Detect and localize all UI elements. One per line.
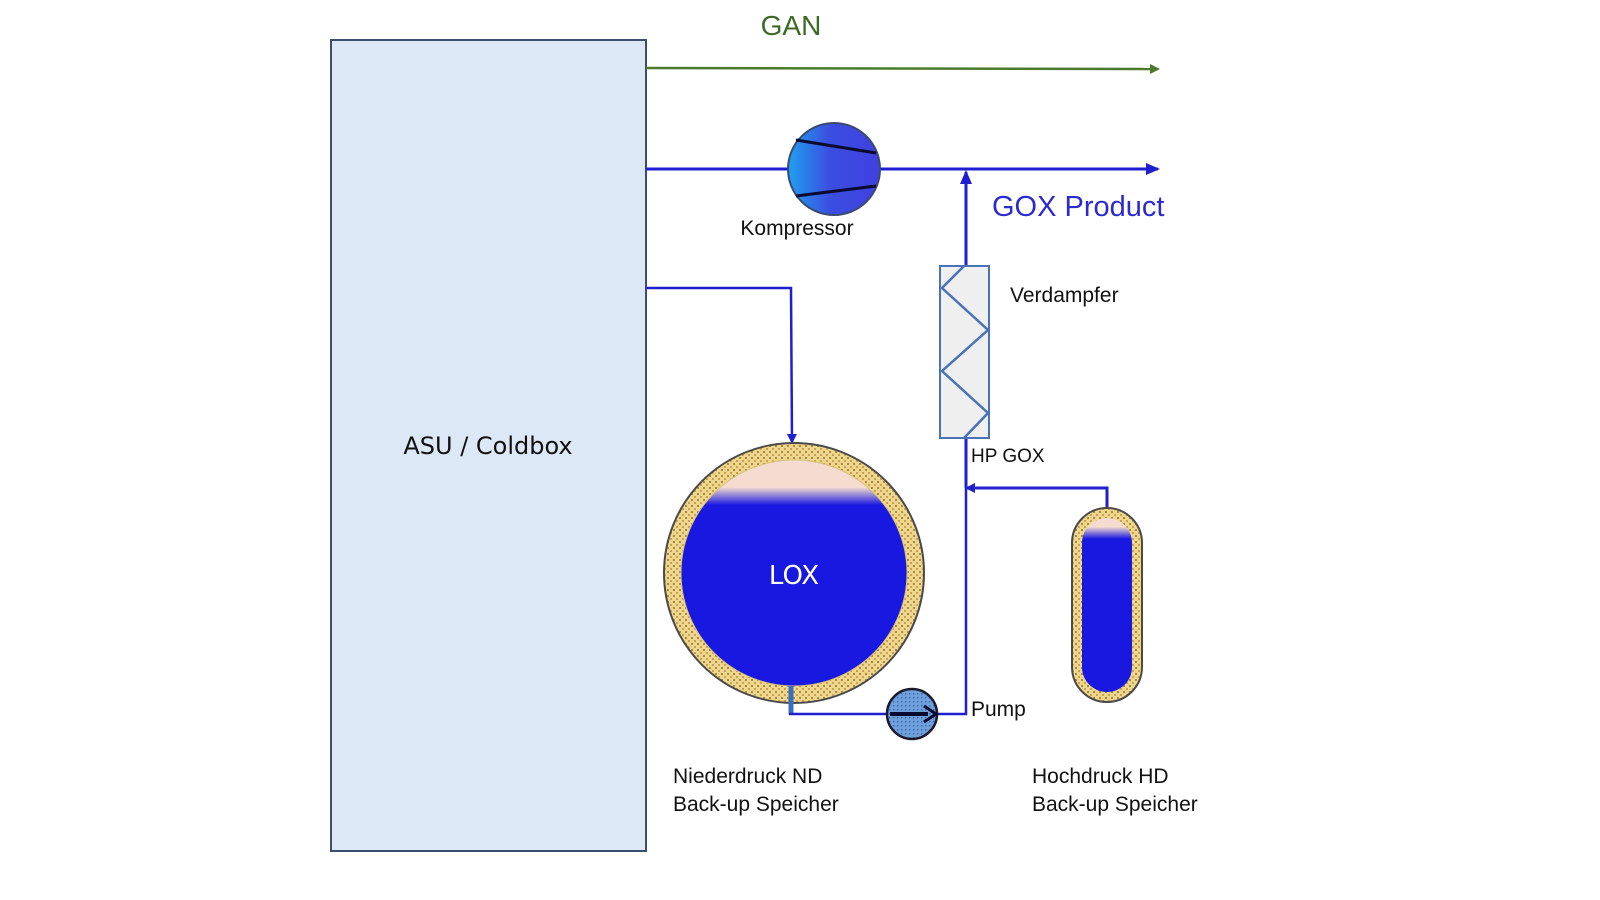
nd-caption: Niederdruck ND Back-up Speicher xyxy=(673,765,839,816)
lox-label: LOX xyxy=(769,561,819,591)
pump[interactable]: Pump xyxy=(885,687,1026,741)
gan-line xyxy=(645,63,1160,74)
nd-lox-tank[interactable]: LOX xyxy=(663,442,925,704)
hd-lox-tank[interactable] xyxy=(1071,507,1143,703)
hd-supply-stream xyxy=(965,483,1109,508)
compressor-label: Kompressor xyxy=(740,217,853,240)
gan-label: GAN xyxy=(761,10,822,41)
compressor[interactable]: Kompressor xyxy=(740,122,881,240)
hd-caption-line1: Hochdruck HD xyxy=(1032,765,1169,788)
vaporizer[interactable]: Verdampfer xyxy=(939,265,1119,439)
hp-gox-stream: HP GOX xyxy=(960,170,1045,488)
gox-stream: GOX Product xyxy=(646,163,1164,223)
lox-feed-stream xyxy=(646,286,797,444)
compressor-icon xyxy=(787,122,881,216)
nd-caption-line1: Niederdruck ND xyxy=(673,765,822,788)
hp-gox-label: HP GOX xyxy=(971,446,1045,467)
pump-label: Pump xyxy=(971,698,1026,721)
lox-outlet-stream xyxy=(788,488,968,716)
vaporizer-label: Verdampfer xyxy=(1010,284,1119,307)
asu-label: ASU / Coldbox xyxy=(403,432,572,460)
hd-caption: Hochdruck HD Back-up Speicher xyxy=(1032,765,1198,816)
asu-coldbox[interactable]: ASU / Coldbox xyxy=(330,39,647,852)
gox-product-label: GOX Product xyxy=(992,191,1164,223)
hd-caption-line2: Back-up Speicher xyxy=(1032,793,1198,816)
gan-stream: GAN xyxy=(645,10,1160,74)
nd-caption-line2: Back-up Speicher xyxy=(673,793,839,816)
